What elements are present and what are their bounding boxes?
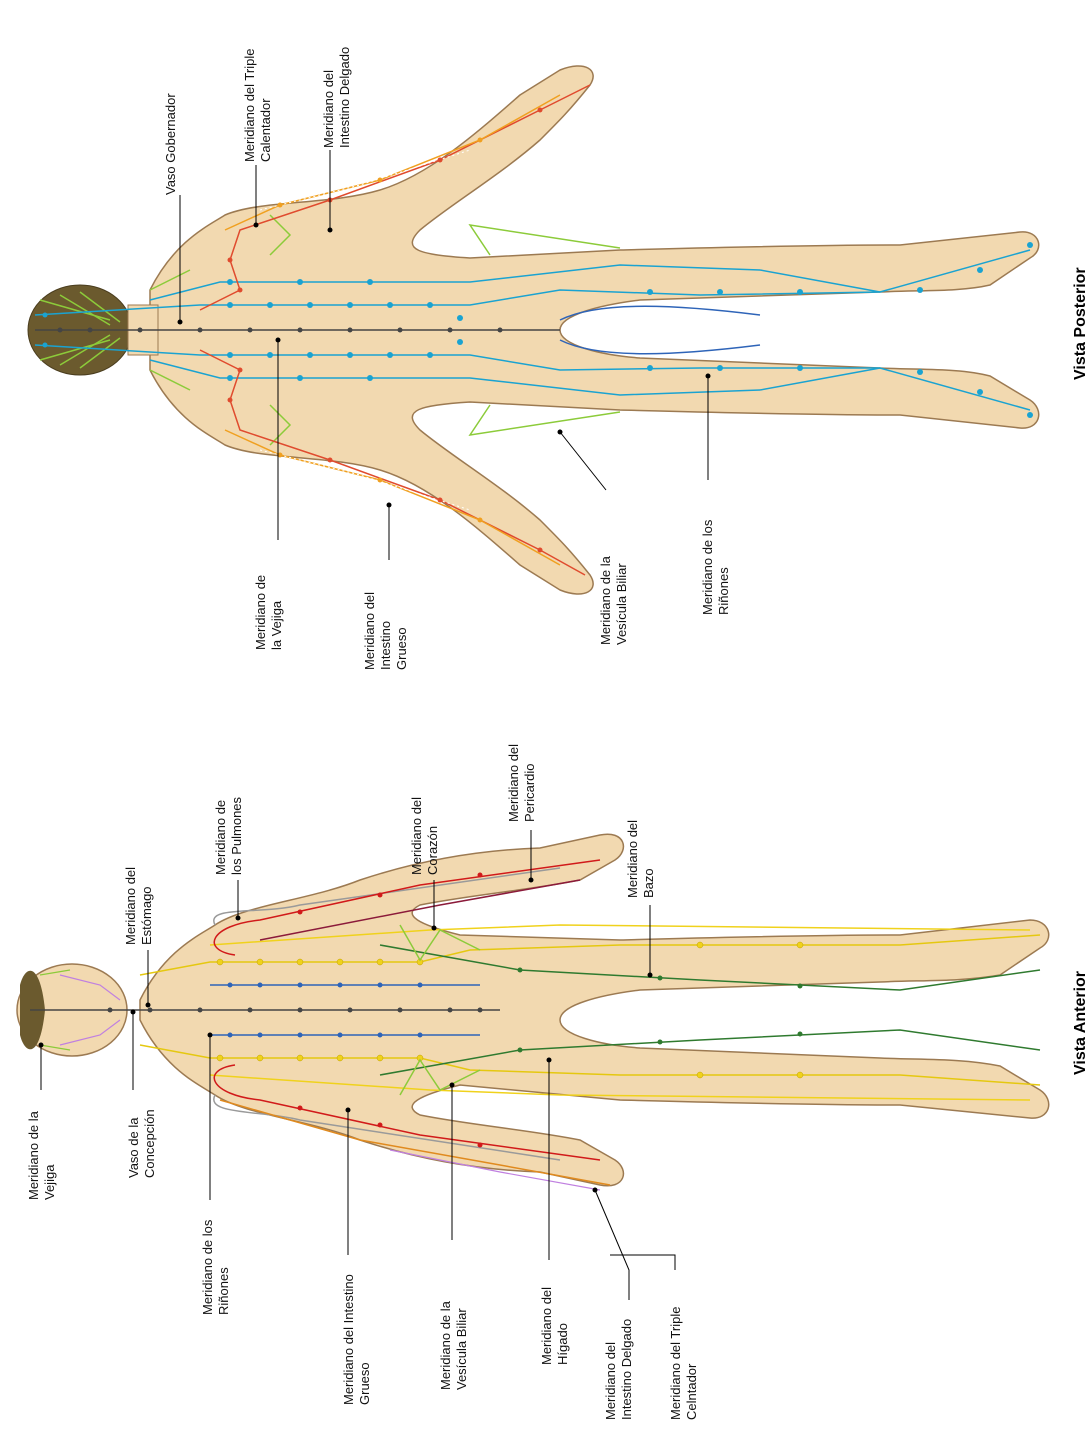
label-ant-rinones: Meridiano de los Riñones (200, 1216, 231, 1315)
title-vista-posterior: Vista Posterior (1072, 267, 1089, 380)
label-ant-triple: Meridiano del Triple Celntador (668, 1303, 699, 1420)
label-ant-estomago: Meridiano del Estómago (123, 863, 154, 945)
label-ant-pulmones: Meridiano de los Pulmones (213, 796, 244, 875)
label-post-vesicula: Meridiano de la Vesícula Biliar (598, 552, 629, 645)
label-post-intestino-delgado: Meridiano del Intestino Delgado (321, 47, 352, 148)
label-post-rinones: Meridiano de los Riñones (700, 516, 731, 615)
label-post-intestino-grueso: Meridiano del Intestino Grueso (362, 588, 409, 670)
label-ant-bazo: Meridiano del Bazo (625, 816, 656, 898)
label-post-triple: Meridiano del Triple Calentador (242, 45, 273, 162)
label-ant-intestino-grueso: Meridiano del Intestino Grueso (341, 1271, 372, 1405)
label-ant-vejiga: Meridiano de la Vejiga (26, 1107, 57, 1200)
posterior-figure (28, 66, 1039, 594)
title-vista-anterior: Vista Anterior (1072, 971, 1089, 1075)
label-ant-intestino-delgado: Meridiano del Intestino Delgado (603, 1319, 634, 1420)
label-post-vejiga: Meridiano de la Vejiga (253, 571, 284, 650)
label-ant-vesicula: Meridiano de la Vesícula Biliar (438, 1297, 469, 1390)
label-ant-higado: Meridiano del Hígado (539, 1283, 570, 1365)
label-ant-corazon: Meridiano del Corazón (409, 793, 440, 875)
anterior-figure (17, 830, 1049, 1300)
label-ant-concepcion: Vaso de la Concepción (126, 1109, 157, 1178)
label-post-gobernador: Vaso Gobernador (163, 93, 178, 195)
label-ant-pericardio: Meridiano del Pericardio (506, 740, 537, 822)
